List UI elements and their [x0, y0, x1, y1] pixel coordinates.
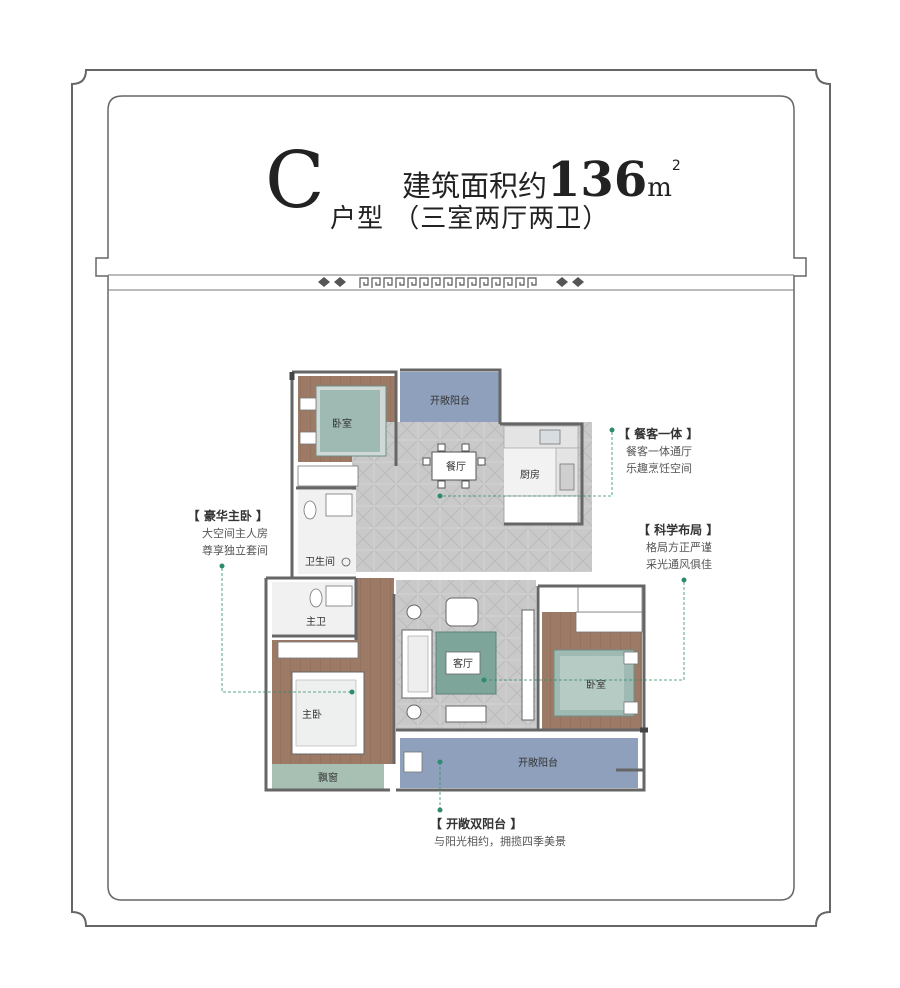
balcony-top-floor [400, 372, 500, 422]
label-bay-window: 飘窗 [318, 771, 338, 784]
callout-dining-living-title: 【 餐客一体 】 [618, 427, 699, 441]
master-wardrobe [277, 641, 359, 659]
area-line: 建筑面积约136m2 [402, 152, 681, 208]
callout-balcony-line1: 与阳光相约，拥揽四季美景 [434, 835, 566, 848]
tv-cabinet [521, 609, 535, 721]
callout-dining-living-line1: 餐客一体通厅 [626, 445, 692, 458]
master-bath-vanity [325, 585, 353, 607]
kitchen-stove [559, 463, 575, 491]
callout-layout-title: 【 科学布局 】 [638, 523, 719, 537]
callout-master-suite: 【 豪华主卧 】 大空间主人房 尊享独立套间 [176, 508, 268, 559]
washer [403, 751, 423, 773]
callout-master-suite-title: 【 豪华主卧 】 [187, 509, 268, 523]
master-bath-toilet [309, 588, 323, 608]
type-line: 户型 （三室两厅两卫） [330, 198, 609, 235]
callout-balcony-title: 【 开敞双阳台 】 [430, 817, 523, 831]
layout-description: （三室两厅两卫） [393, 204, 610, 234]
bedroom-e-wardrobe [575, 611, 643, 633]
label-balcony-bottom: 开敞阳台 [518, 756, 558, 769]
living-armchair [445, 597, 479, 627]
unit-type-suffix: 户型 [330, 204, 385, 234]
callout-layout-line2: 采光通风俱佳 [646, 558, 712, 571]
callout-layout: 【 科学布局 】 格局方正严谨 采光通风俱佳 [638, 522, 718, 573]
callout-balcony: 【 开敞双阳台 】 与阳光相约，拥揽四季美景 [430, 816, 566, 850]
bay-window-floor [272, 764, 384, 790]
unit-type-letter: C [265, 136, 325, 226]
key-pattern [356, 276, 548, 289]
area-value: 136 [547, 152, 648, 208]
label-bedroom-nw: 卧室 [332, 417, 352, 430]
area-prefix: 建筑面积约 [402, 169, 548, 203]
label-living: 客厅 [453, 657, 473, 670]
label-bathroom: 卫生间 [305, 555, 335, 568]
diamond-ornament-left [318, 277, 346, 287]
area-unit-sup: 2 [671, 158, 681, 174]
label-dining: 餐厅 [446, 460, 466, 473]
kitchen-sink [539, 429, 561, 445]
bedroom-e-balcony-nook [577, 585, 643, 613]
diamond-ornament-right [556, 277, 584, 287]
dining-table [422, 443, 486, 489]
callout-master-suite-line2: 尊享独立套间 [202, 544, 268, 557]
wardrobe-nw [297, 465, 359, 487]
bath-toilet [303, 500, 317, 520]
lamp-left-bottom [406, 704, 422, 720]
label-bedroom-east: 卧室 [586, 678, 606, 691]
callout-master-suite-line1: 大空间主人房 [202, 527, 268, 540]
living-bench [445, 705, 487, 723]
area-unit: m [647, 173, 672, 203]
master-bed [291, 671, 365, 755]
callout-dining-living: 【 餐客一体 】 餐客一体通厅 乐趣烹饪空间 [618, 426, 698, 477]
label-kitchen: 厨房 [520, 468, 540, 481]
bed-nw [299, 385, 387, 457]
bath-drain [341, 557, 351, 567]
label-master-bedroom: 主卧 [302, 708, 322, 721]
bed-east [553, 649, 639, 717]
label-balcony-top: 开敞阳台 [430, 394, 470, 407]
kitchen-lower [503, 495, 579, 525]
callout-layout-line1: 格局方正严谨 [646, 541, 712, 554]
living-sofa [401, 629, 433, 699]
label-master-bath: 主卫 [306, 616, 326, 628]
lamp-left-top [406, 604, 422, 620]
bath-vanity [325, 493, 353, 517]
callout-dining-living-line2: 乐趣烹饪空间 [626, 462, 692, 475]
